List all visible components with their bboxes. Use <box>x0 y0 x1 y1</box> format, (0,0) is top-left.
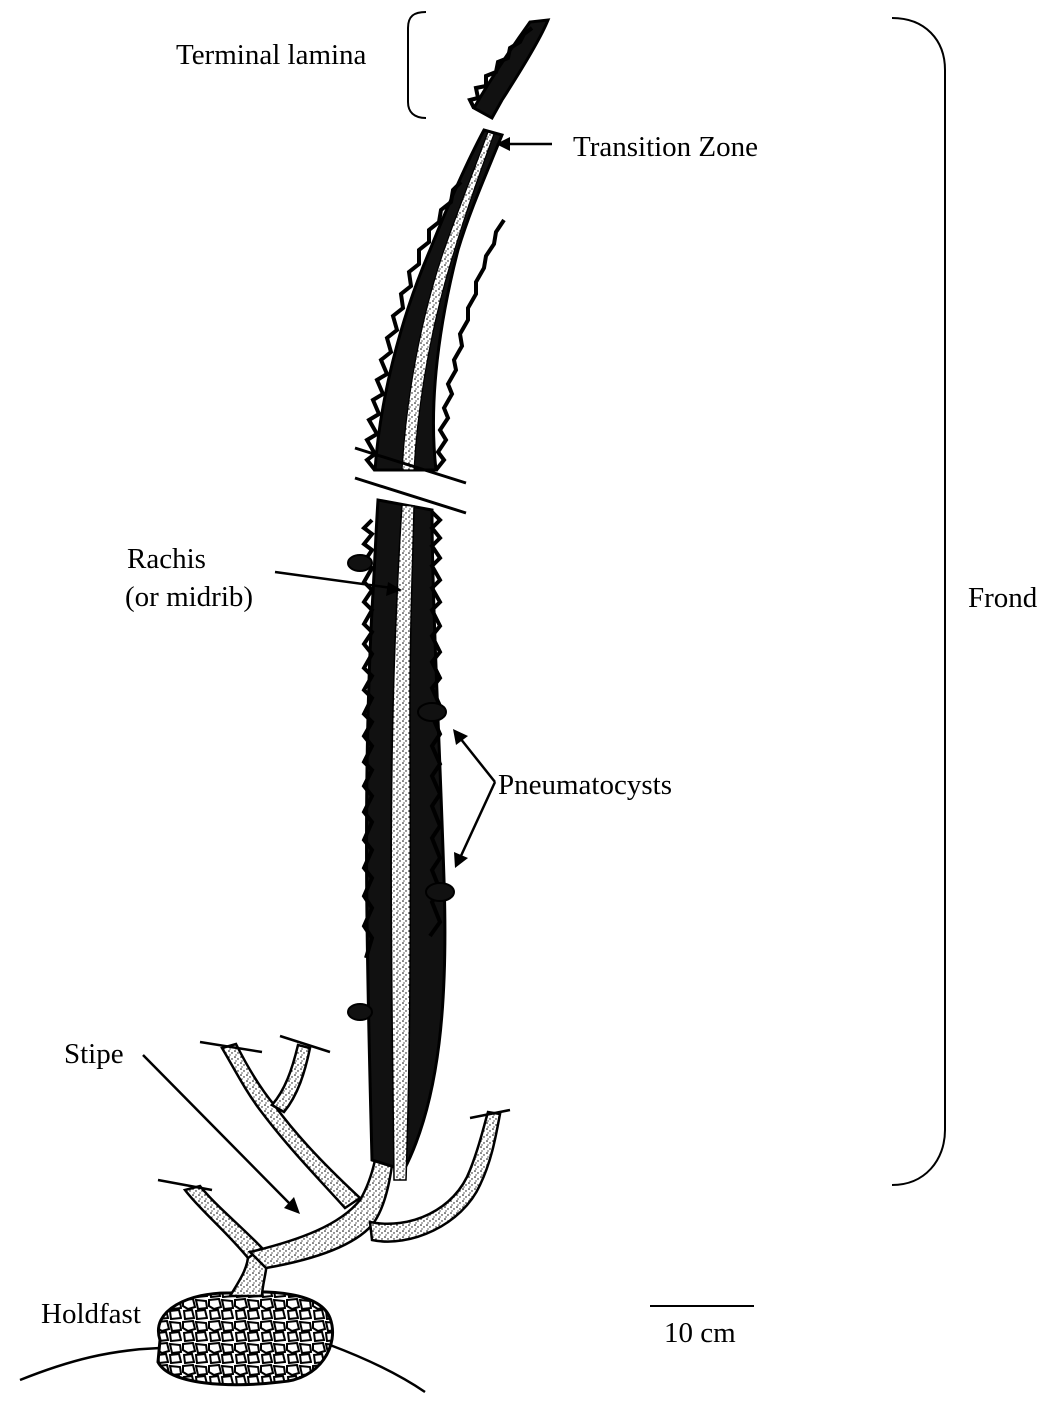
frond-upper <box>367 130 504 470</box>
holdfast-shape <box>158 1292 333 1385</box>
label-scale: 10 cm <box>664 1316 736 1350</box>
label-stipe: Stipe <box>64 1037 124 1071</box>
frond-brace <box>892 18 945 1185</box>
terminal-lamina-shape <box>470 20 548 118</box>
pneumatocysts-arrows <box>453 729 495 868</box>
label-frond: Frond <box>968 581 1037 615</box>
terminal-lamina-bracket <box>408 12 426 118</box>
label-rachis-note: (or midrib) <box>125 580 253 614</box>
transition-zone-arrow <box>496 137 552 151</box>
stipe-cut-marks <box>158 1036 510 1190</box>
label-terminal-lamina: Terminal lamina <box>176 38 366 72</box>
stipe-branches <box>185 1044 500 1296</box>
label-rachis: Rachis <box>127 542 206 576</box>
label-holdfast: Holdfast <box>41 1297 141 1331</box>
label-pneumatocysts: Pneumatocysts <box>498 768 672 802</box>
frond-lower <box>364 500 445 1180</box>
label-transition-zone: Transition Zone <box>573 130 758 164</box>
stipe-arrow <box>143 1055 300 1214</box>
